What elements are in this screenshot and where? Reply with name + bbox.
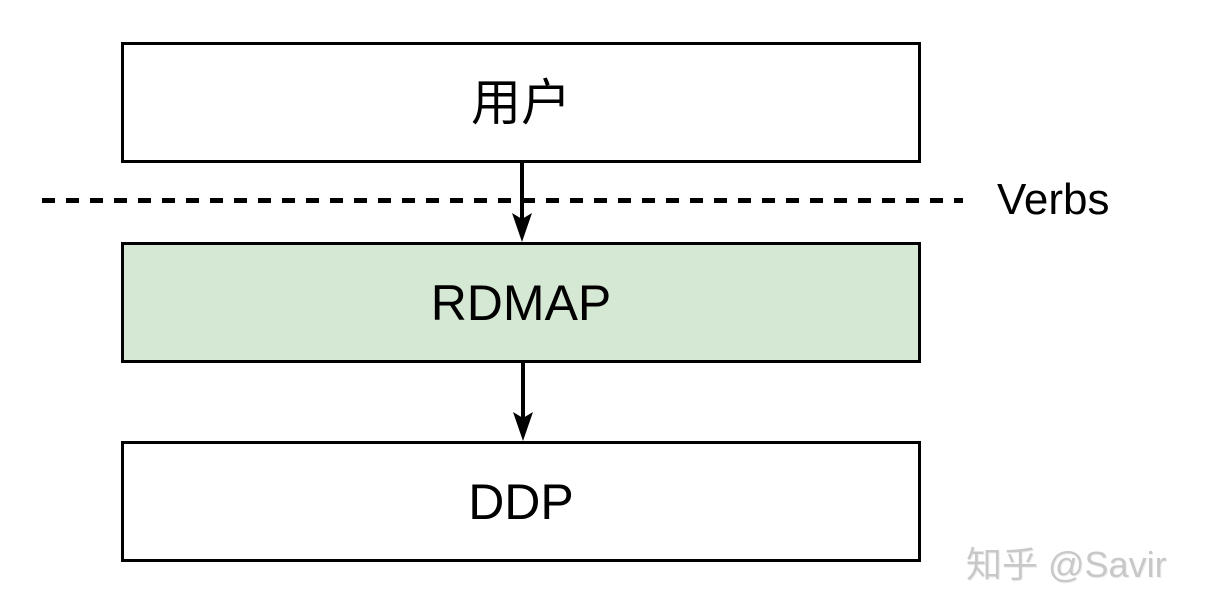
node-user: 用户 — [121, 42, 921, 163]
connector-user-rdmap — [509, 163, 535, 242]
verbs-label: Verbs — [997, 175, 1110, 224]
watermark: 知乎 @Savir — [966, 544, 1167, 585]
arrow-down-icon — [512, 163, 532, 242]
node-ddp-label: DDP — [468, 473, 574, 530]
node-rdmap-label: RDMAP — [430, 274, 612, 331]
verbs-boundary-line — [42, 198, 963, 203]
node-rdmap: RDMAP — [121, 242, 921, 363]
node-ddp: DDP — [121, 441, 921, 562]
arrow-down-icon — [513, 362, 533, 441]
connector-rdmap-ddp — [510, 362, 536, 441]
node-user-label: 用户 — [471, 74, 571, 131]
